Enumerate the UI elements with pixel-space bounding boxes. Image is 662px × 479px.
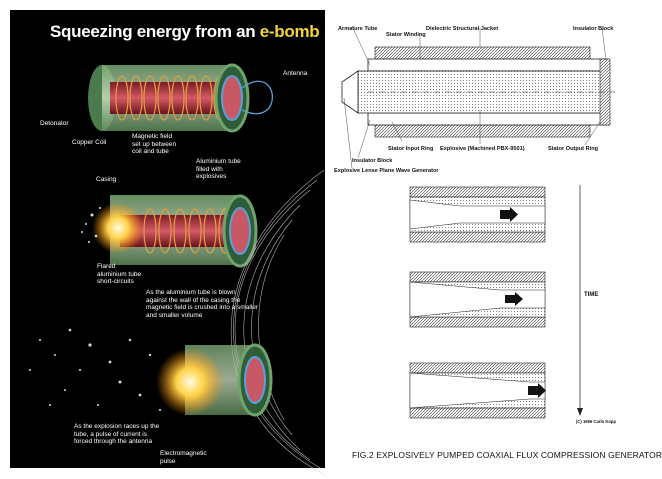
title-main: Squeezing energy from an — [50, 22, 260, 41]
label-dielectric-jacket: Dielectric Structural Jacket — [426, 26, 499, 32]
label-explosion-races: As the explosion races up the tube, a pu… — [74, 423, 160, 445]
label-aluminium-tube: Aluminium tube filled with explosives — [196, 158, 241, 180]
cylinder-intact — [88, 63, 273, 133]
cylinder-exploding — [29, 169, 326, 476]
cylinder-flared — [81, 194, 258, 268]
stage-2 — [409, 271, 546, 328]
label-armature-tube: Armature Tube — [338, 26, 378, 32]
label-credit: (C) 1996 Carlo Kopp — [576, 419, 617, 424]
label-lense-generator: Explosive Lense Plane Wave Generator — [334, 168, 439, 174]
flux-generator-figure: Armature Tube Dielectric Structural Jack… — [330, 10, 662, 472]
label-tube-blown: As the aluminium tube is blown against t… — [146, 289, 258, 319]
label-detonator: Detonator — [40, 120, 69, 127]
label-insulator-block-bottom: Insulator Block — [352, 158, 393, 164]
stage-3 — [409, 362, 546, 419]
label-explosive: Explosive (Machined PBX-9501) — [440, 146, 525, 152]
label-flared-tube: Flared aluminium tube short-circuits — [97, 263, 142, 285]
ebomb-illustration: Squeezing energy from an e-bomb Antenna … — [10, 10, 326, 476]
stage-1 — [409, 186, 546, 243]
label-antenna: Antenna — [283, 70, 308, 77]
figure-caption: FIG.2 EXPLOSIVELY PUMPED COAXIAL FLUX CO… — [352, 450, 662, 460]
label-stator-output-ring: Stator Output Ring — [548, 146, 599, 152]
label-insulator-block-top: Insulator Block — [573, 26, 614, 32]
label-stator-winding: Stator Winding — [386, 32, 426, 38]
title-tail: e-bomb — [259, 22, 320, 41]
flux-generator-drawing — [341, 25, 615, 419]
label-magnetic-field: Magnetic field set up between coil and t… — [132, 133, 177, 155]
label-copper-coil: Copper Coil — [72, 139, 107, 146]
time-arrow — [577, 185, 583, 416]
illustration-title: Squeezing energy from an e-bomb — [50, 22, 320, 42]
cross-section — [341, 25, 615, 169]
label-stator-input-ring: Stator Input Ring — [388, 146, 434, 152]
label-time: TIME — [584, 292, 599, 298]
label-casing: Casing — [96, 176, 117, 183]
label-em-pulse: Electromagnetic pulse — [160, 450, 207, 465]
ebomb-artwork — [29, 63, 326, 476]
